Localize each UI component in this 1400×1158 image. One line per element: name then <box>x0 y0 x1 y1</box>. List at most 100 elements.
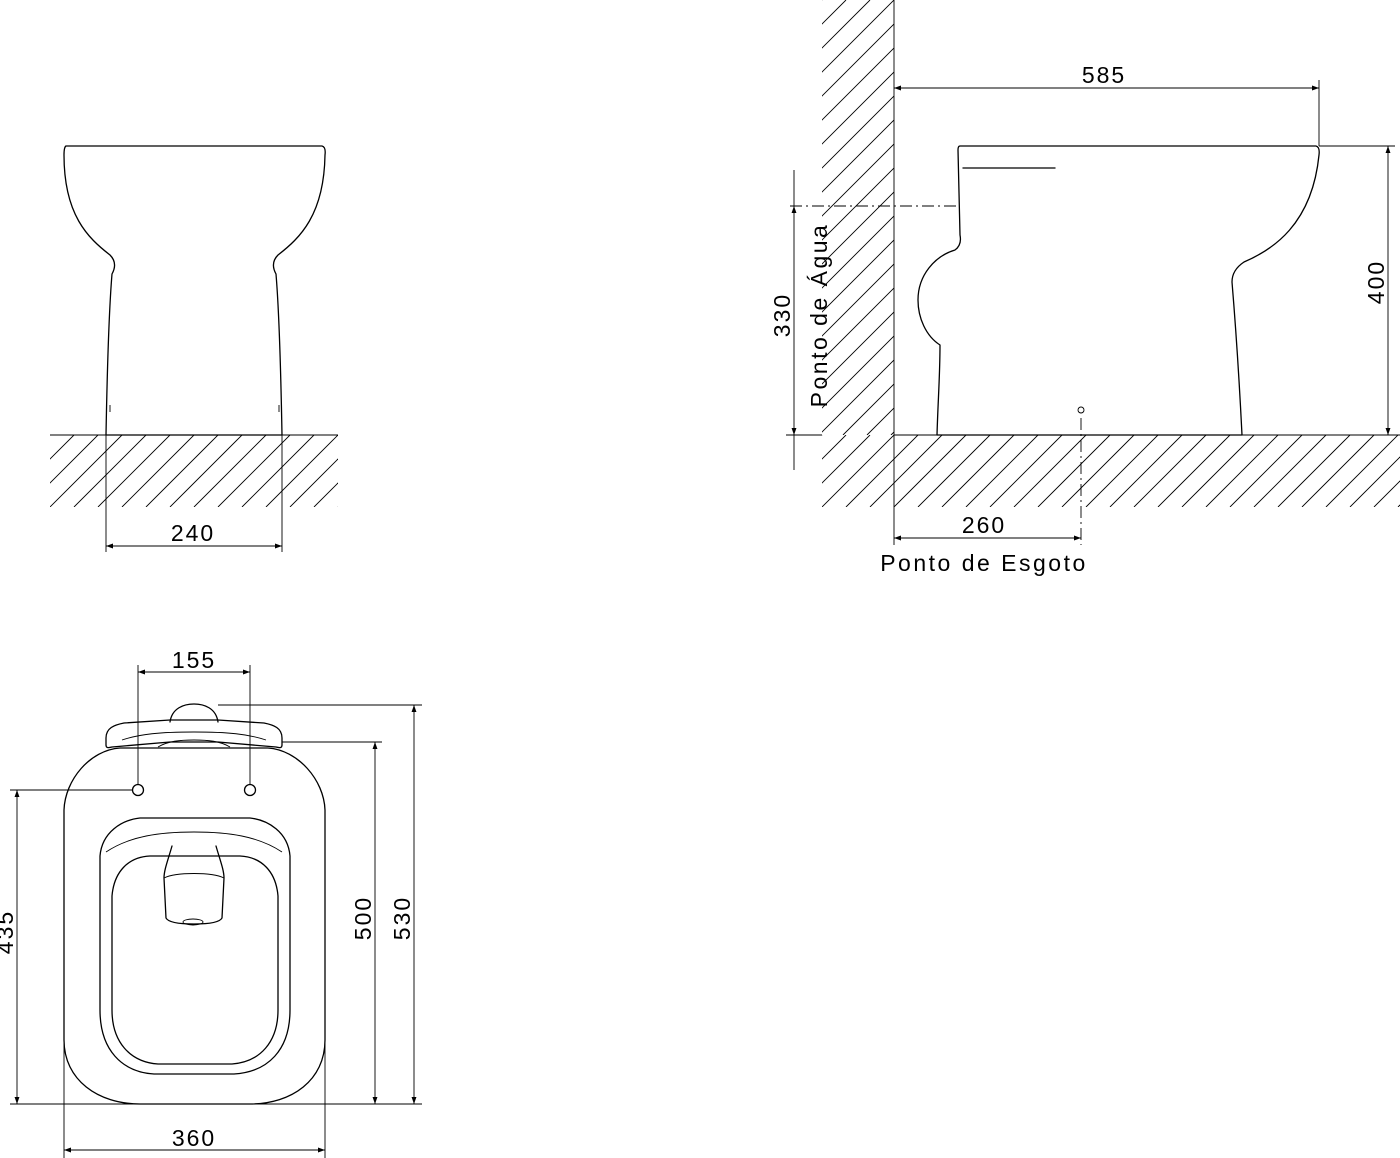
hatch-line <box>869 435 943 507</box>
side-depth-label: 585 <box>1082 62 1126 88</box>
hatch-line <box>241 435 315 507</box>
hatch-line <box>822 239 894 313</box>
hatch-line <box>410 435 482 507</box>
seat-outline <box>63 747 326 1105</box>
water-height-dimension: 330 <box>769 170 822 470</box>
sewer-point-label: Ponto de Esgoto <box>880 550 1088 576</box>
hatch-line <box>1155 0 1400 435</box>
hatch-line <box>989 435 1063 507</box>
hatch-line <box>265 435 338 507</box>
hatch-line <box>1131 0 1400 435</box>
bowl-outlet <box>163 845 225 925</box>
bowl-length-dimension: 500 <box>250 741 422 1105</box>
hatch-line <box>822 215 894 289</box>
front-width-dimension: 240 <box>105 435 283 552</box>
hinge-plate-inner <box>121 731 267 741</box>
hatch-line <box>362 435 434 507</box>
hatch-line <box>822 71 894 145</box>
hinge-cap <box>169 703 219 723</box>
hatch-line <box>1013 435 1087 507</box>
hatch-line <box>1251 0 1400 435</box>
hatch-line <box>842 383 894 435</box>
hatch-line <box>73 435 147 507</box>
fixing-hole-left <box>131 783 145 797</box>
hatch-line <box>822 359 894 433</box>
hole-spacing-label: 155 <box>172 647 216 673</box>
side-height-dimension: 400 <box>1242 145 1395 436</box>
fixing-hole-right <box>243 783 257 797</box>
hatch-line <box>1109 435 1183 507</box>
hatch-line <box>1061 435 1135 507</box>
front-toilet-outline <box>63 145 326 436</box>
hatch-line <box>217 435 291 507</box>
seat-width-label: 360 <box>172 1125 216 1151</box>
bowl-outlet-hole <box>182 918 204 926</box>
hole-spacing-dimension: 155 <box>137 647 251 784</box>
water-height-label: 330 <box>769 293 795 337</box>
hatch-line <box>337 506 338 507</box>
hatch-line <box>193 435 267 507</box>
hatch-line <box>289 458 338 507</box>
hatch-line <box>915 0 1350 435</box>
bowl-outlet-rim <box>163 873 225 879</box>
wall-hatch <box>822 0 1400 435</box>
hatch-line <box>822 95 894 169</box>
hatch-line <box>822 435 823 436</box>
hatch-line <box>822 311 894 385</box>
total-length-label: 530 <box>389 896 415 940</box>
hatch-line <box>917 435 991 507</box>
top-view: 155 360 435 500 530 <box>0 647 422 1158</box>
hatch-line <box>822 191 894 265</box>
hatch-line <box>822 167 894 241</box>
hatch-line <box>965 435 1039 507</box>
hatch-line <box>1227 0 1400 435</box>
hinge-collar <box>157 739 231 748</box>
hatch-line <box>386 435 458 507</box>
hatch-line <box>50 435 75 460</box>
hatch-line <box>1277 435 1351 507</box>
hatch-line <box>1107 0 1400 435</box>
bowl-inner <box>111 855 279 1065</box>
hatch-line <box>1133 435 1207 507</box>
hatch-line <box>1083 0 1400 435</box>
side-view: 585 400 330 Ponto de Água 260 Ponto de E… <box>769 0 1400 576</box>
hatch-line <box>845 435 919 507</box>
hatch-line <box>1037 435 1111 507</box>
hatch-line <box>822 119 894 193</box>
side-height-label: 400 <box>1363 260 1389 304</box>
hatch-line <box>822 0 871 49</box>
front-floor-hatch <box>50 435 482 507</box>
hole-to-front-label: 435 <box>0 910 18 954</box>
side-depth-dimension: 585 <box>894 62 1320 146</box>
bowl-length-label: 500 <box>350 896 376 940</box>
hatch-line <box>169 435 243 507</box>
hatch-line <box>97 435 171 507</box>
hatch-line <box>822 435 871 484</box>
hatch-line <box>1325 435 1399 507</box>
hatch-line <box>121 435 195 507</box>
hatch-line <box>939 0 1374 435</box>
hatch-line <box>822 47 894 121</box>
front-width-label: 240 <box>171 520 215 546</box>
hole-to-front-dimension: 435 <box>0 789 140 1105</box>
hatch-line <box>963 0 1398 435</box>
drain-point-marker <box>1077 406 1085 414</box>
hatch-line <box>50 435 51 436</box>
hatch-line <box>822 0 823 1</box>
front-view: 240 <box>50 145 482 552</box>
hatch-line <box>1205 435 1279 507</box>
hatch-line <box>1275 0 1400 435</box>
hatch-line <box>145 435 219 507</box>
hatch-line <box>1085 435 1159 507</box>
hatch-line <box>1301 435 1375 507</box>
hatch-line <box>822 435 847 460</box>
hatch-line <box>822 435 895 507</box>
water-point-label: Ponto de Água <box>806 223 832 408</box>
hatch-line <box>1011 0 1400 435</box>
drain-dimension: 260 <box>893 435 1081 545</box>
rim-line <box>105 831 283 853</box>
hatch-line <box>1181 435 1255 507</box>
hatch-line <box>1179 0 1400 435</box>
hinge-plate <box>105 719 283 749</box>
total-length-dimension: 530 <box>218 704 422 1104</box>
